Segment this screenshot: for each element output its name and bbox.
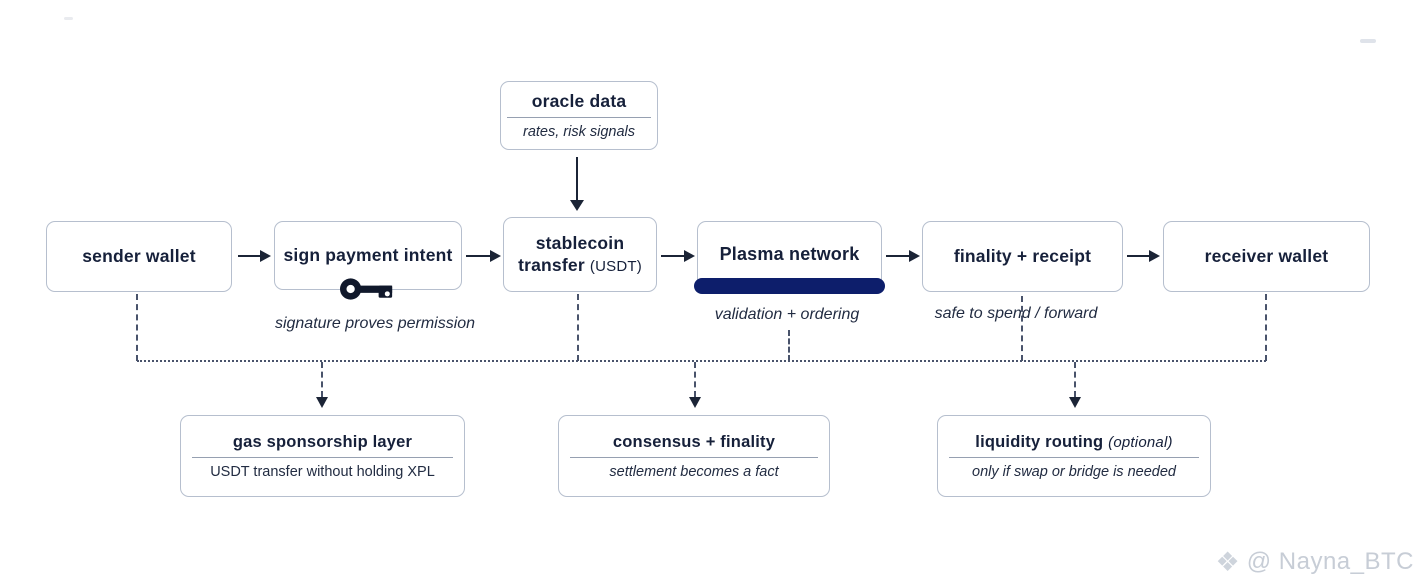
arrow-to-gas-layer <box>316 362 328 408</box>
connector-stablecoin-drop <box>577 294 579 361</box>
node-title: oracle data <box>531 90 627 111</box>
node-divider <box>507 117 651 119</box>
node-subtitle: settlement becomes a fact <box>609 464 779 481</box>
node-title-suffix: (optional) <box>1108 433 1173 451</box>
node-receiver-wallet: receiver wallet <box>1163 221 1370 292</box>
connector-plasma-drop <box>788 330 790 361</box>
node-liquidity-routing: liquidity routing (optional) only if swa… <box>937 415 1211 497</box>
arrow-sender-to-sign <box>238 248 271 264</box>
node-divider <box>192 457 453 459</box>
node-finality-receipt: finality + receipt <box>922 221 1123 292</box>
node-sender-wallet: sender wallet <box>46 221 232 292</box>
scan-artifact <box>1360 39 1376 43</box>
caption-validation: validation + ordering <box>714 306 860 323</box>
caption-signature: signature proves permission <box>274 315 476 332</box>
key-icon <box>339 275 397 303</box>
arrow-sign-to-stablecoin <box>466 248 501 264</box>
connector-sender-drop <box>136 294 138 361</box>
node-title: liquidity routing (optional) <box>975 432 1173 451</box>
node-consensus-finality: consensus + finality settlement becomes … <box>558 415 830 497</box>
arrow-stablecoin-to-plasma <box>661 248 695 264</box>
node-title-suffix: (USDT) <box>589 257 642 275</box>
node-title: Plasma network <box>719 244 860 265</box>
node-title: consensus + finality <box>612 432 776 451</box>
connector-horizontal-bus <box>137 360 1266 362</box>
node-title: receiver wallet <box>1204 245 1329 266</box>
watermark-handle: @ Nayna_BTC <box>1246 548 1414 575</box>
node-subtitle: only if swap or bridge is needed <box>972 464 1176 481</box>
connector-receiver-drop <box>1265 294 1267 361</box>
arrow-to-consensus-layer <box>689 362 701 408</box>
node-sign-payment-intent: sign payment intent <box>274 221 462 300</box>
arrow-finality-to-receiver <box>1127 248 1160 264</box>
node-oracle-data: oracle data rates, risk signals <box>500 81 658 150</box>
connector-finality-drop <box>1021 296 1023 361</box>
node-plasma-network: Plasma network <box>694 221 885 294</box>
diamond-logo-icon: ❖ <box>1215 546 1240 577</box>
node-subtitle: USDT transfer without holding XPL <box>210 464 435 481</box>
arrow-to-liquidity-layer <box>1069 362 1081 408</box>
plasma-accent-bar <box>694 278 885 294</box>
node-divider <box>569 457 819 459</box>
node-title: sender wallet <box>82 245 196 266</box>
node-gas-sponsorship-layer: gas sponsorship layer USDT transfer with… <box>180 415 465 497</box>
arrow-plasma-to-finality <box>886 248 920 264</box>
node-title: finality + receipt <box>953 245 1092 266</box>
scan-artifact <box>64 17 73 20</box>
node-title: gas sponsorship layer <box>232 432 413 451</box>
watermark: ❖ @ Nayna_BTC <box>1216 548 1414 576</box>
arrow-oracle-to-stablecoin <box>569 157 586 211</box>
node-divider <box>948 457 1200 459</box>
node-subtitle: rates, risk signals <box>522 124 635 141</box>
node-title: sign payment intent <box>283 244 453 265</box>
caption-safe-to-spend: safe to spend / forward <box>934 305 1098 322</box>
